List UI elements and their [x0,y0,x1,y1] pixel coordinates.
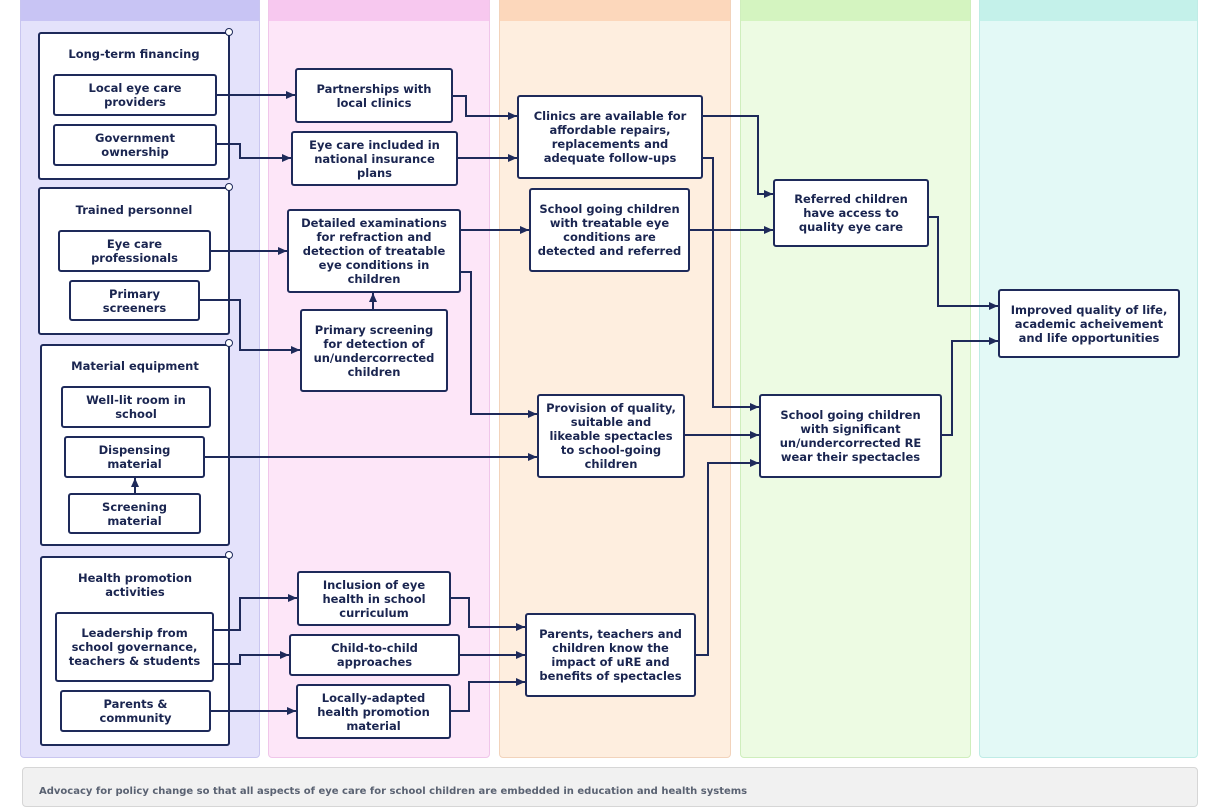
group-handle[interactable] [225,339,233,347]
node-local-eye-care-providers[interactable]: Local eye care providers [53,74,217,116]
connector [928,216,998,310]
connector [216,143,291,162]
group-title: Material equipment [71,359,199,373]
node-primary-screening[interactable]: Primary screening for detection of un/un… [300,309,448,392]
column-outcomes [740,0,971,758]
group-handle[interactable] [225,551,233,559]
connector [213,594,297,631]
node-parents-teachers-know[interactable]: Parents, teachers and children know the … [525,613,696,697]
node-children-wear-spectacles[interactable]: School going children with significant u… [759,394,942,478]
node-provision-spectacles[interactable]: Provision of quality, suitable and likea… [537,394,685,478]
connector [452,95,517,120]
group-title: Long-term financing [68,47,200,61]
node-locally-adapted-material[interactable]: Locally-adapted health promotion materia… [296,684,451,739]
connector [199,299,300,354]
group-title: Trained personnel [75,203,193,217]
group-title: Health promotion activities [77,571,193,599]
node-screening-material[interactable]: Screening material [68,493,201,534]
connector [450,597,525,631]
node-clinics-available[interactable]: Clinics are available for affordable rep… [517,95,703,179]
column-outcomes-header [741,0,970,21]
column-outputs-header [500,0,730,21]
node-detailed-examinations[interactable]: Detailed examinations for refraction and… [287,209,461,293]
column-activities-header [269,0,489,21]
node-leadership[interactable]: Leadership from school governance, teach… [55,612,214,682]
group-handle[interactable] [225,28,233,36]
connector [450,678,525,712]
node-partnerships-local-clinics[interactable]: Partnerships with local clinics [295,68,453,123]
connector [460,271,537,418]
connector [702,115,773,198]
connector [695,459,759,656]
footer-text: Advocacy for policy change so that all a… [39,786,748,797]
node-referred-children-access[interactable]: Referred children have access to quality… [773,179,929,247]
node-dispensing-material[interactable]: Dispensing material [64,436,205,478]
node-improved-quality-of-life[interactable]: Improved quality of life, academic achei… [998,289,1180,358]
column-inputs-header [21,0,259,21]
node-eye-care-professionals[interactable]: Eye care professionals [58,230,211,272]
node-government-ownership[interactable]: Government ownership [53,124,217,166]
column-impact-header [980,0,1197,21]
group-handle[interactable] [225,183,233,191]
connector [702,157,759,411]
connector [941,337,998,436]
connector [213,651,289,665]
node-well-lit-room[interactable]: Well-lit room in school [61,386,211,428]
node-eye-care-insurance[interactable]: Eye care included in national insurance … [291,131,458,186]
footer-advocacy-banner: Advocacy for policy change so that all a… [22,767,1198,807]
node-eye-health-curriculum[interactable]: Inclusion of eye health in school curric… [297,571,451,626]
node-child-to-child[interactable]: Child-to-child approaches [289,634,460,676]
node-primary-screeners[interactable]: Primary screeners [69,280,200,321]
column-impact [979,0,1198,758]
node-children-detected-referred[interactable]: School going children with treatable eye… [529,188,690,272]
node-parents-community[interactable]: Parents & community [60,690,211,732]
